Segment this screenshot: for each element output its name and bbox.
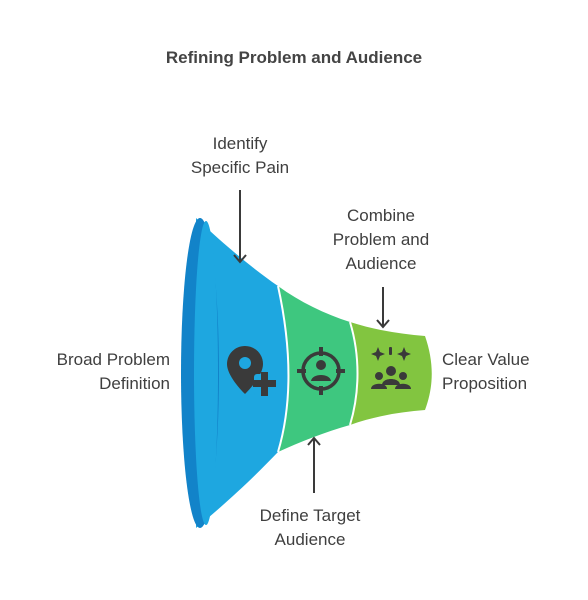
arrow-combine: [376, 287, 390, 329]
label-specific-pain: Identify Specific Pain: [190, 134, 290, 177]
label-combine: Combine Problem and Audience: [332, 206, 430, 273]
location-plus-icon: [227, 346, 276, 396]
arrow-target-audience: [307, 436, 321, 493]
group-sparkle-icon: [371, 347, 411, 389]
label-broad-problem: Broad Problem Definition: [56, 350, 170, 393]
target-user-icon: [297, 347, 345, 395]
arrow-specific-pain: [233, 190, 247, 264]
funnel-rim-inner: [194, 221, 218, 525]
label-target-audience: Define Target Audience: [259, 506, 361, 549]
funnel-stage-target: [278, 286, 358, 452]
funnel-divider-1: [277, 285, 290, 453]
funnel-divider-2: [349, 321, 359, 426]
diagram-title: Refining Problem and Audience: [165, 48, 423, 67]
label-clear-value: Clear Value Proposition: [442, 350, 530, 393]
